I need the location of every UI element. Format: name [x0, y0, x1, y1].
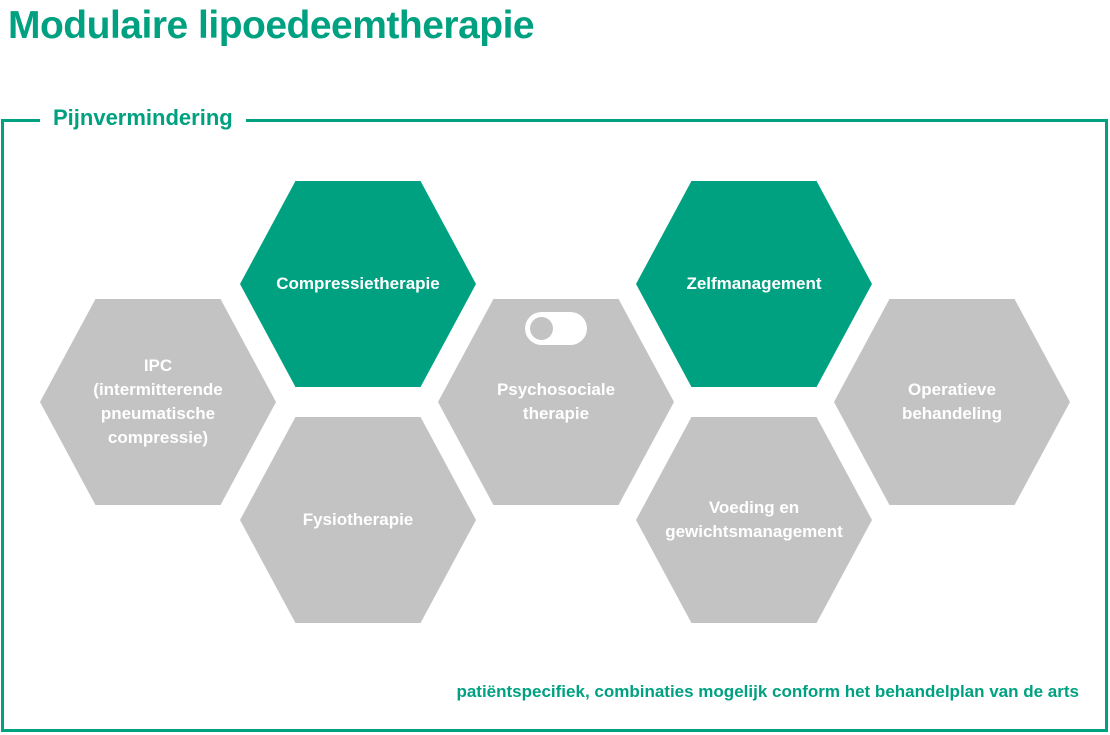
hexagon-label: Compressietherapie — [276, 273, 440, 293]
hexagon-label: Fysiotherapie — [302, 509, 414, 529]
hexagon-label: Operatieve behandeling — [901, 379, 1003, 423]
hexagon-psychosociale-therapie: Psychosociale therapie — [438, 299, 674, 505]
hexagon-ipc: IPC (intermitterende pneumatische compre… — [40, 299, 276, 505]
toggle-off-icon — [525, 312, 587, 345]
footnote: patiëntspecifiek, combinaties mogelijk c… — [456, 682, 1079, 701]
hexagon-compressietherapie: Compressietherapie — [240, 181, 476, 387]
hexagon-label: Zelfmanagement — [686, 273, 822, 293]
panel-label: Pijnvermindering — [40, 105, 246, 131]
hexagon-label: IPC (intermitterende pneumatische compre… — [93, 355, 223, 448]
pijnvermindering-panel: Pijnvermindering Compressietherapie Zelf… — [1, 105, 1108, 732]
hexagon-operatieve-behandeling: Operatieve behandeling — [834, 299, 1070, 505]
hexagon-zelfmanagement: Zelfmanagement — [636, 181, 872, 387]
toggle-knob — [530, 317, 553, 340]
hexagon-voeding-en-gewichtsmanagement: Voeding en gewichtsmanagement — [636, 417, 872, 623]
page-title: Modulaire lipoedeemtherapie — [8, 4, 535, 47]
hexagon-fysiotherapie: Fysiotherapie — [240, 417, 476, 623]
hexagon-label: Psychosociale therapie — [496, 379, 616, 423]
hexagon-label: Voeding en gewichtsmanagement — [665, 497, 843, 541]
